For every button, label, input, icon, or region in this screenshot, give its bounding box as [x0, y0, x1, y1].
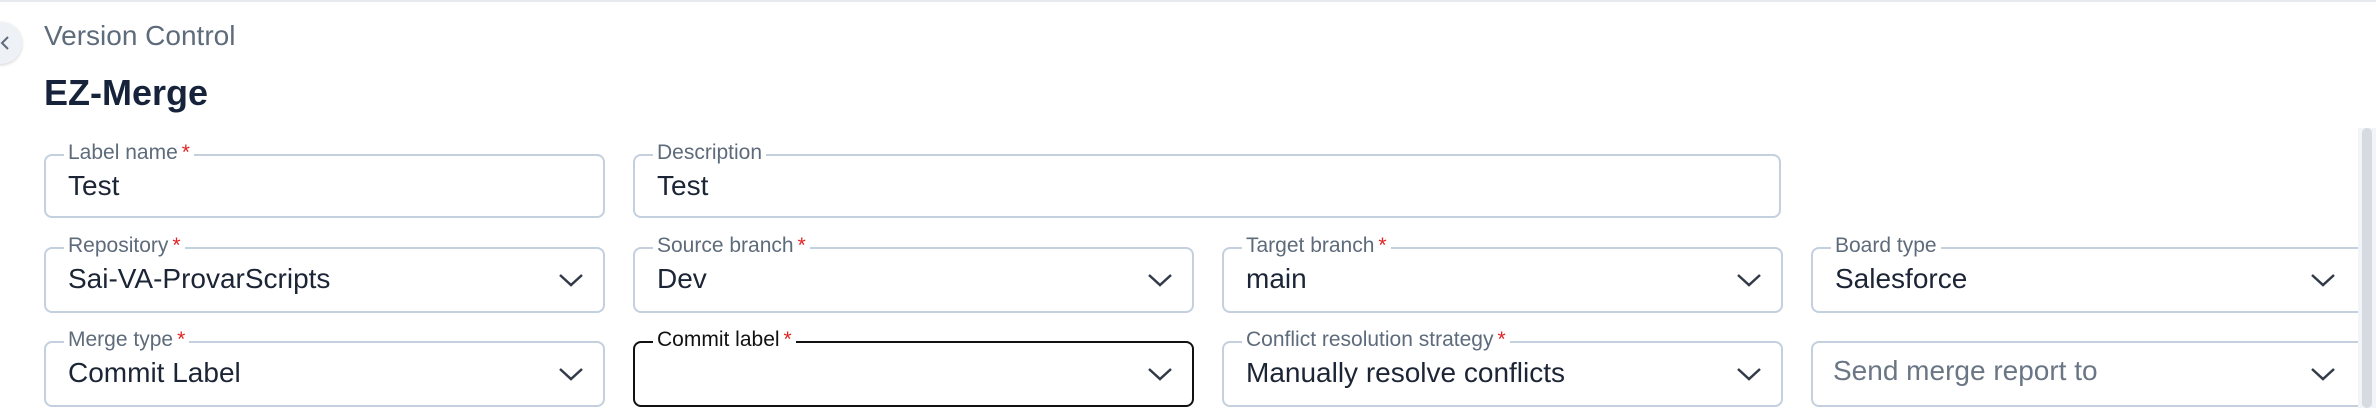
breadcrumb[interactable]: Version Control: [44, 20, 236, 51]
chevron-down-icon[interactable]: [1735, 365, 1763, 383]
repository-label: Repository*: [64, 232, 185, 260]
chevron-down-icon[interactable]: [2309, 271, 2337, 289]
chevron-down-icon[interactable]: [1146, 271, 1174, 289]
description-field[interactable]: Description Test: [633, 139, 1781, 218]
source-branch-select[interactable]: Source branch* Dev: [633, 232, 1194, 313]
board-type-value: Salesforce: [1835, 263, 1968, 294]
chevron-down-icon[interactable]: [557, 271, 585, 289]
chevron-down-icon[interactable]: [1146, 365, 1174, 383]
target-branch-select[interactable]: Target branch* main: [1222, 232, 1783, 313]
commit-label-label: Commit label*: [653, 326, 796, 354]
target-branch-label: Target branch*: [1242, 232, 1391, 260]
conflict-strategy-select[interactable]: Conflict resolution strategy* Manually r…: [1222, 326, 1783, 407]
page-title: EZ-Merge: [44, 72, 209, 113]
conflict-strategy-label: Conflict resolution strategy*: [1242, 326, 1510, 354]
label-name-label: Label name*: [64, 139, 194, 167]
source-branch-value: Dev: [657, 263, 707, 294]
repository-select[interactable]: Repository* Sai-VA-ProvarScripts: [44, 232, 605, 313]
repository-value: Sai-VA-ProvarScripts: [68, 263, 331, 294]
target-branch-value: main: [1246, 263, 1307, 294]
merge-type-select[interactable]: Merge type* Commit Label: [44, 326, 605, 407]
merge-type-label: Merge type*: [64, 326, 190, 354]
chevron-down-icon[interactable]: [1735, 271, 1763, 289]
send-report-placeholder: Send merge report to: [1833, 355, 2098, 386]
label-name-value: Test: [68, 170, 120, 201]
description-value: Test: [657, 170, 709, 201]
source-branch-label: Source branch*: [653, 232, 810, 260]
collapse-sidebar-button[interactable]: [0, 22, 22, 64]
chevron-left-icon: [0, 36, 9, 50]
conflict-strategy-value: Manually resolve conflicts: [1246, 357, 1566, 388]
merge-type-value: Commit Label: [68, 357, 241, 388]
send-report-select[interactable]: Send merge report to: [1811, 341, 2367, 407]
board-type-label: Board type: [1831, 232, 1941, 260]
top-divider: [0, 0, 2376, 2]
chevron-down-icon[interactable]: [2309, 365, 2337, 383]
commit-label-select[interactable]: Commit label*: [633, 326, 1194, 407]
chevron-down-icon[interactable]: [557, 365, 585, 383]
description-label: Description: [653, 139, 767, 167]
scrollbar-thumb[interactable]: [2362, 128, 2372, 408]
board-type-select[interactable]: Board type Salesforce: [1811, 232, 2367, 313]
label-name-field[interactable]: Label name* Test: [44, 139, 605, 218]
